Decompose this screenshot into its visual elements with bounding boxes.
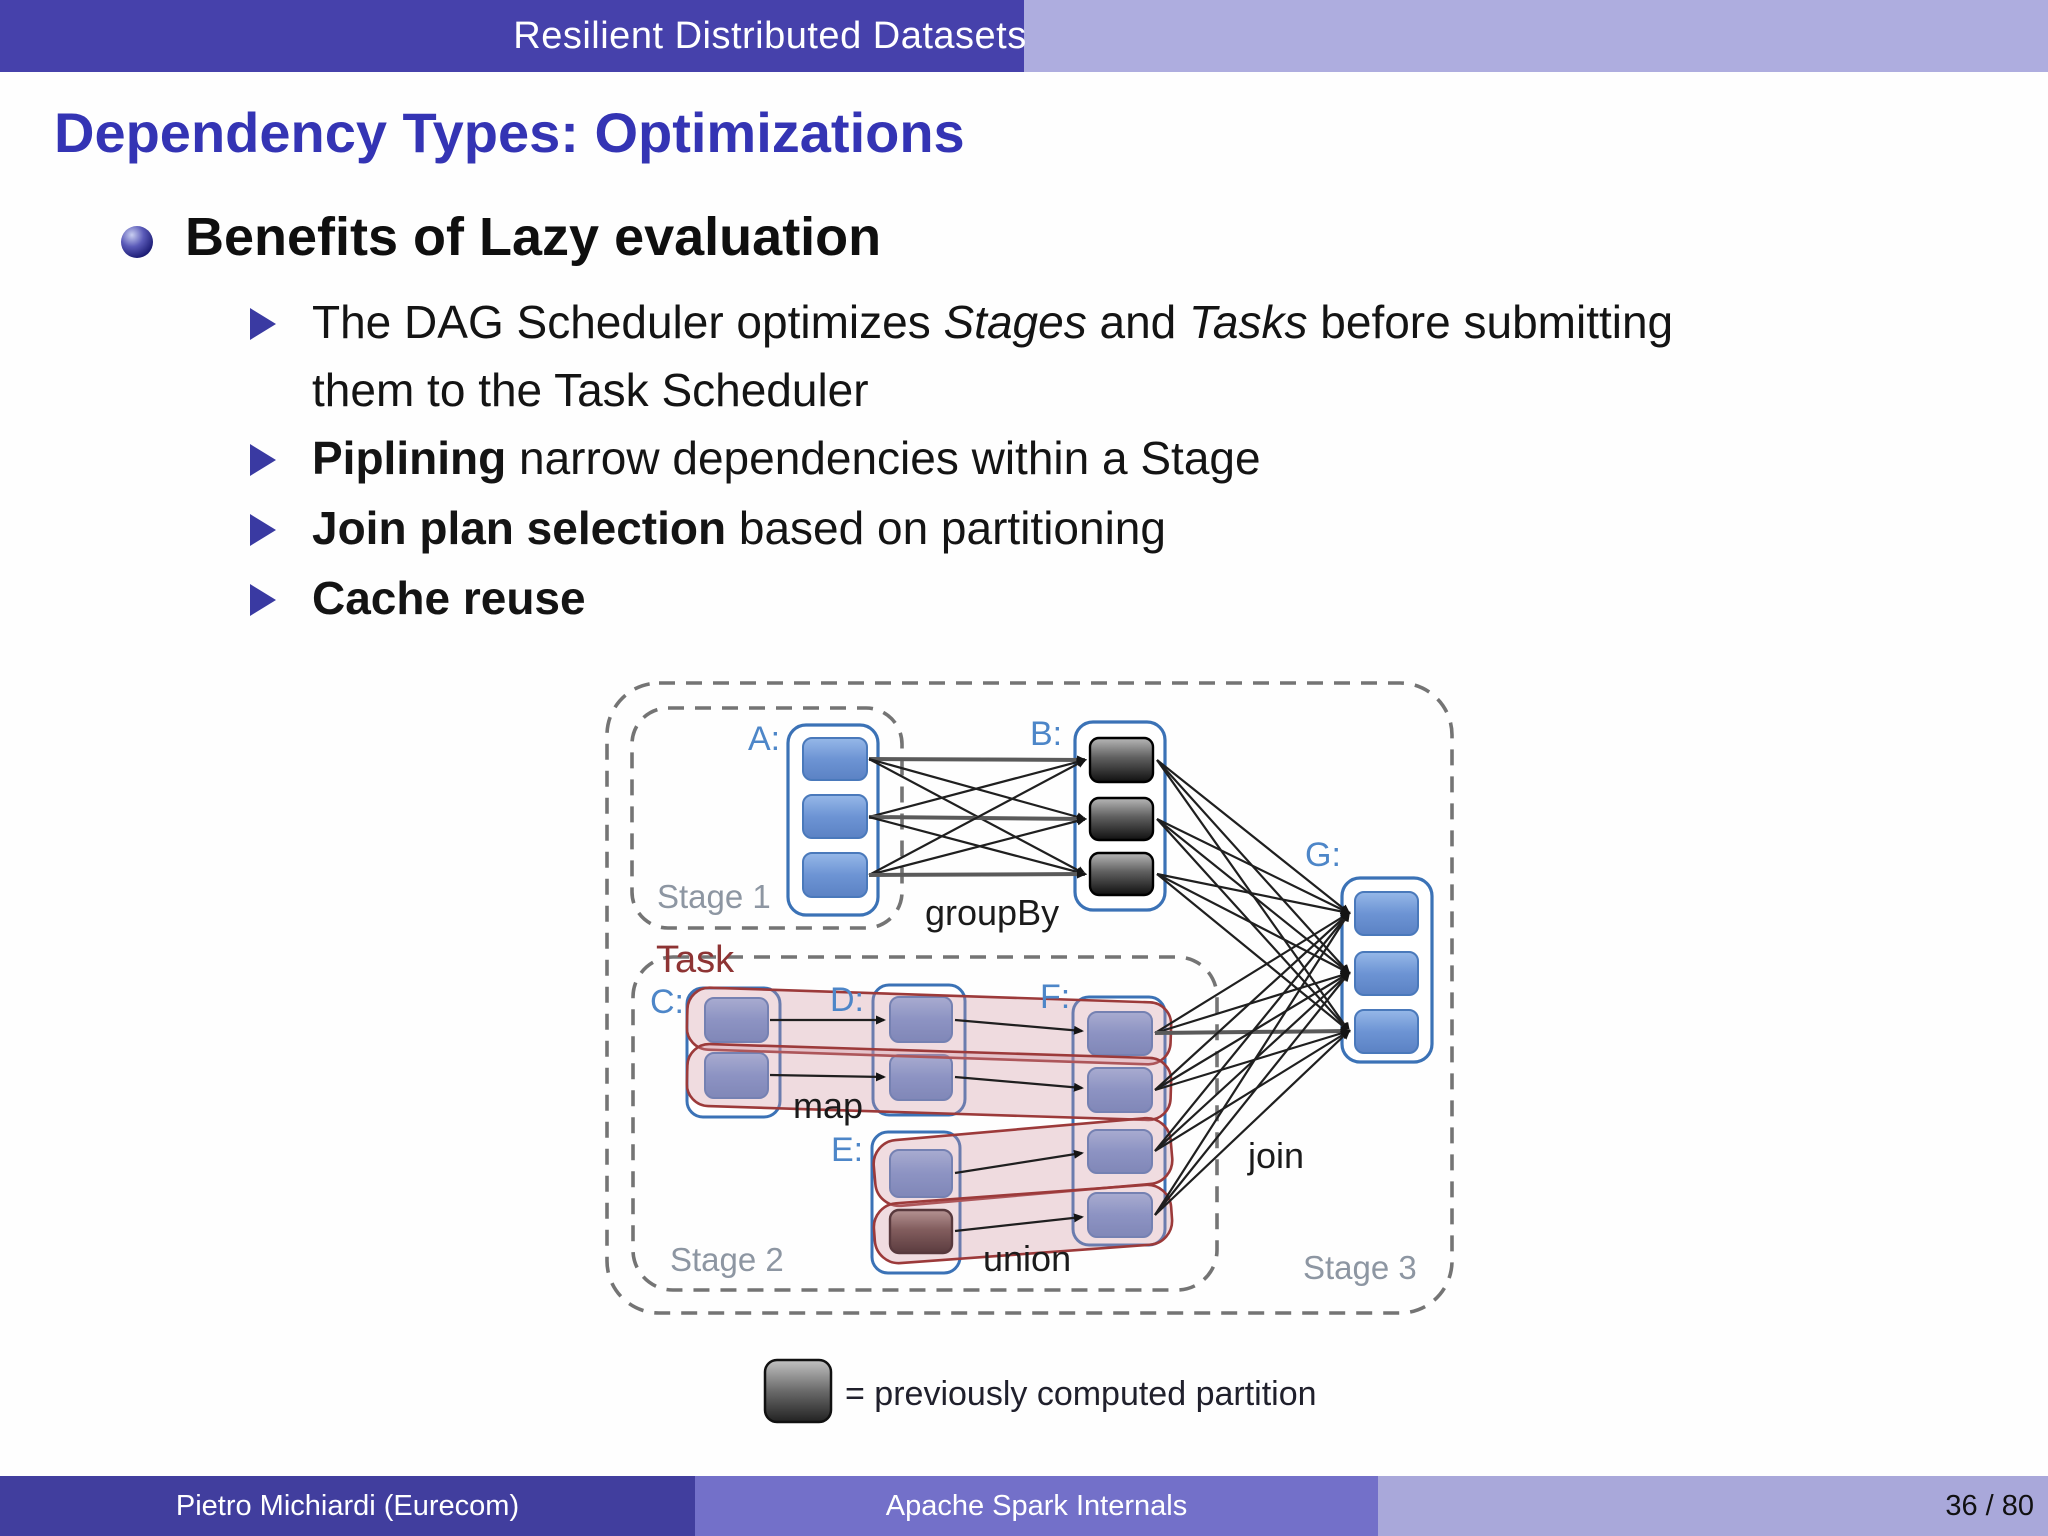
item-text: narrow dependencies within a Stage (506, 432, 1261, 484)
partition (802, 794, 868, 839)
list-item: Piplining narrow dependencies within a S… (312, 424, 2032, 492)
partition (889, 1149, 953, 1198)
partition (1087, 1067, 1153, 1113)
item-text: them to the Task Scheduler (312, 364, 869, 416)
stage1-label: Stage 1 (657, 878, 771, 915)
rdd-g-label: G: (1305, 836, 1341, 874)
slide-title: Dependency Types: Optimizations (54, 101, 965, 164)
partition (889, 996, 953, 1043)
header-segment-dark (0, 0, 1024, 72)
bullet-ball-icon (121, 226, 153, 258)
groupby-op-label: groupBy (925, 892, 1059, 933)
list-item: The DAG Scheduler optimizes Stages and T… (312, 288, 2032, 424)
triangle-bullet-icon (250, 308, 276, 340)
rdd-d-label: D: (830, 981, 864, 1019)
partition-previously-computed (1088, 796, 1155, 842)
footer-deck-title: Apache Spark Internals (695, 1476, 1378, 1536)
task-pipeline (685, 1042, 1173, 1122)
footer-bar: Pietro Michiardi (Eurecom) Apache Spark … (0, 1476, 2048, 1536)
rdd-a-label: A: (748, 720, 780, 758)
item-text-italic: Tasks (1189, 296, 1308, 348)
triangle-bullet-icon (250, 444, 276, 476)
stage2-label: Stage 2 (670, 1241, 784, 1278)
partition-previously-computed (888, 1208, 954, 1255)
partition (802, 737, 868, 781)
rdd-f-label: F: (1040, 978, 1070, 1016)
triangle-bullet-icon (250, 584, 276, 616)
pipelined-task-overlays (685, 986, 1174, 1265)
header-bar: Resilient Distributed Datasets (0, 0, 2048, 72)
item-text-bold: Join plan selection (312, 502, 727, 554)
bullet-heading: Benefits of Lazy evaluation (185, 207, 882, 267)
stage2-boundary (631, 955, 1219, 1292)
partition (1087, 1129, 1153, 1174)
item-text: before submitting (1307, 296, 1674, 348)
header-segment-light (1024, 0, 2048, 72)
partition (1087, 1192, 1153, 1238)
dependency-arrows (769, 755, 1351, 1233)
partition (1354, 951, 1419, 996)
map-op-label: map (793, 1085, 863, 1126)
partition (704, 997, 769, 1043)
partition (1087, 1011, 1153, 1056)
outer-dag-boundary (605, 681, 1454, 1315)
item-text-bold: Cache reuse (312, 572, 586, 624)
legend-dark-partition-swatch (763, 1358, 833, 1424)
triangle-bullet-icon (250, 514, 276, 546)
partition-previously-computed (1088, 851, 1155, 897)
stage3-label: Stage 3 (1303, 1249, 1417, 1286)
rdd-c-label: C: (650, 983, 684, 1021)
item-text: and (1086, 296, 1190, 348)
partition (889, 1054, 953, 1101)
item-text: based on partitioning (726, 502, 1166, 554)
list-item: Join plan selection based on partitionin… (312, 494, 2032, 562)
partition (802, 852, 868, 898)
task-label: Task (656, 939, 735, 981)
diagram-labels: A: B: C: D: E: F: G: Stage 1 Stage 2 Sta… (650, 715, 1417, 1286)
header-section-title: Resilient Distributed Datasets (513, 14, 1027, 57)
join-op-label: join (1247, 1135, 1304, 1176)
partition (1354, 1009, 1419, 1054)
legend: = previously computed partition (763, 1358, 1317, 1424)
partition (1354, 891, 1419, 936)
partition-previously-computed (1088, 736, 1155, 784)
item-text-italic: Stages (943, 296, 1087, 348)
item-text-bold: Piplining (312, 432, 507, 484)
footer-author: Pietro Michiardi (Eurecom) (0, 1476, 695, 1536)
rdd-b-label: B: (1030, 715, 1062, 753)
footer-page-number: 36 / 80 (1378, 1476, 2048, 1536)
legend-text: = previously computed partition (845, 1375, 1317, 1413)
partition (704, 1052, 769, 1099)
item-text: The DAG Scheduler optimizes (312, 296, 944, 348)
list-item: Cache reuse (312, 564, 2032, 632)
union-op-label: union (983, 1238, 1071, 1279)
rdd-e-label: E: (831, 1131, 863, 1169)
